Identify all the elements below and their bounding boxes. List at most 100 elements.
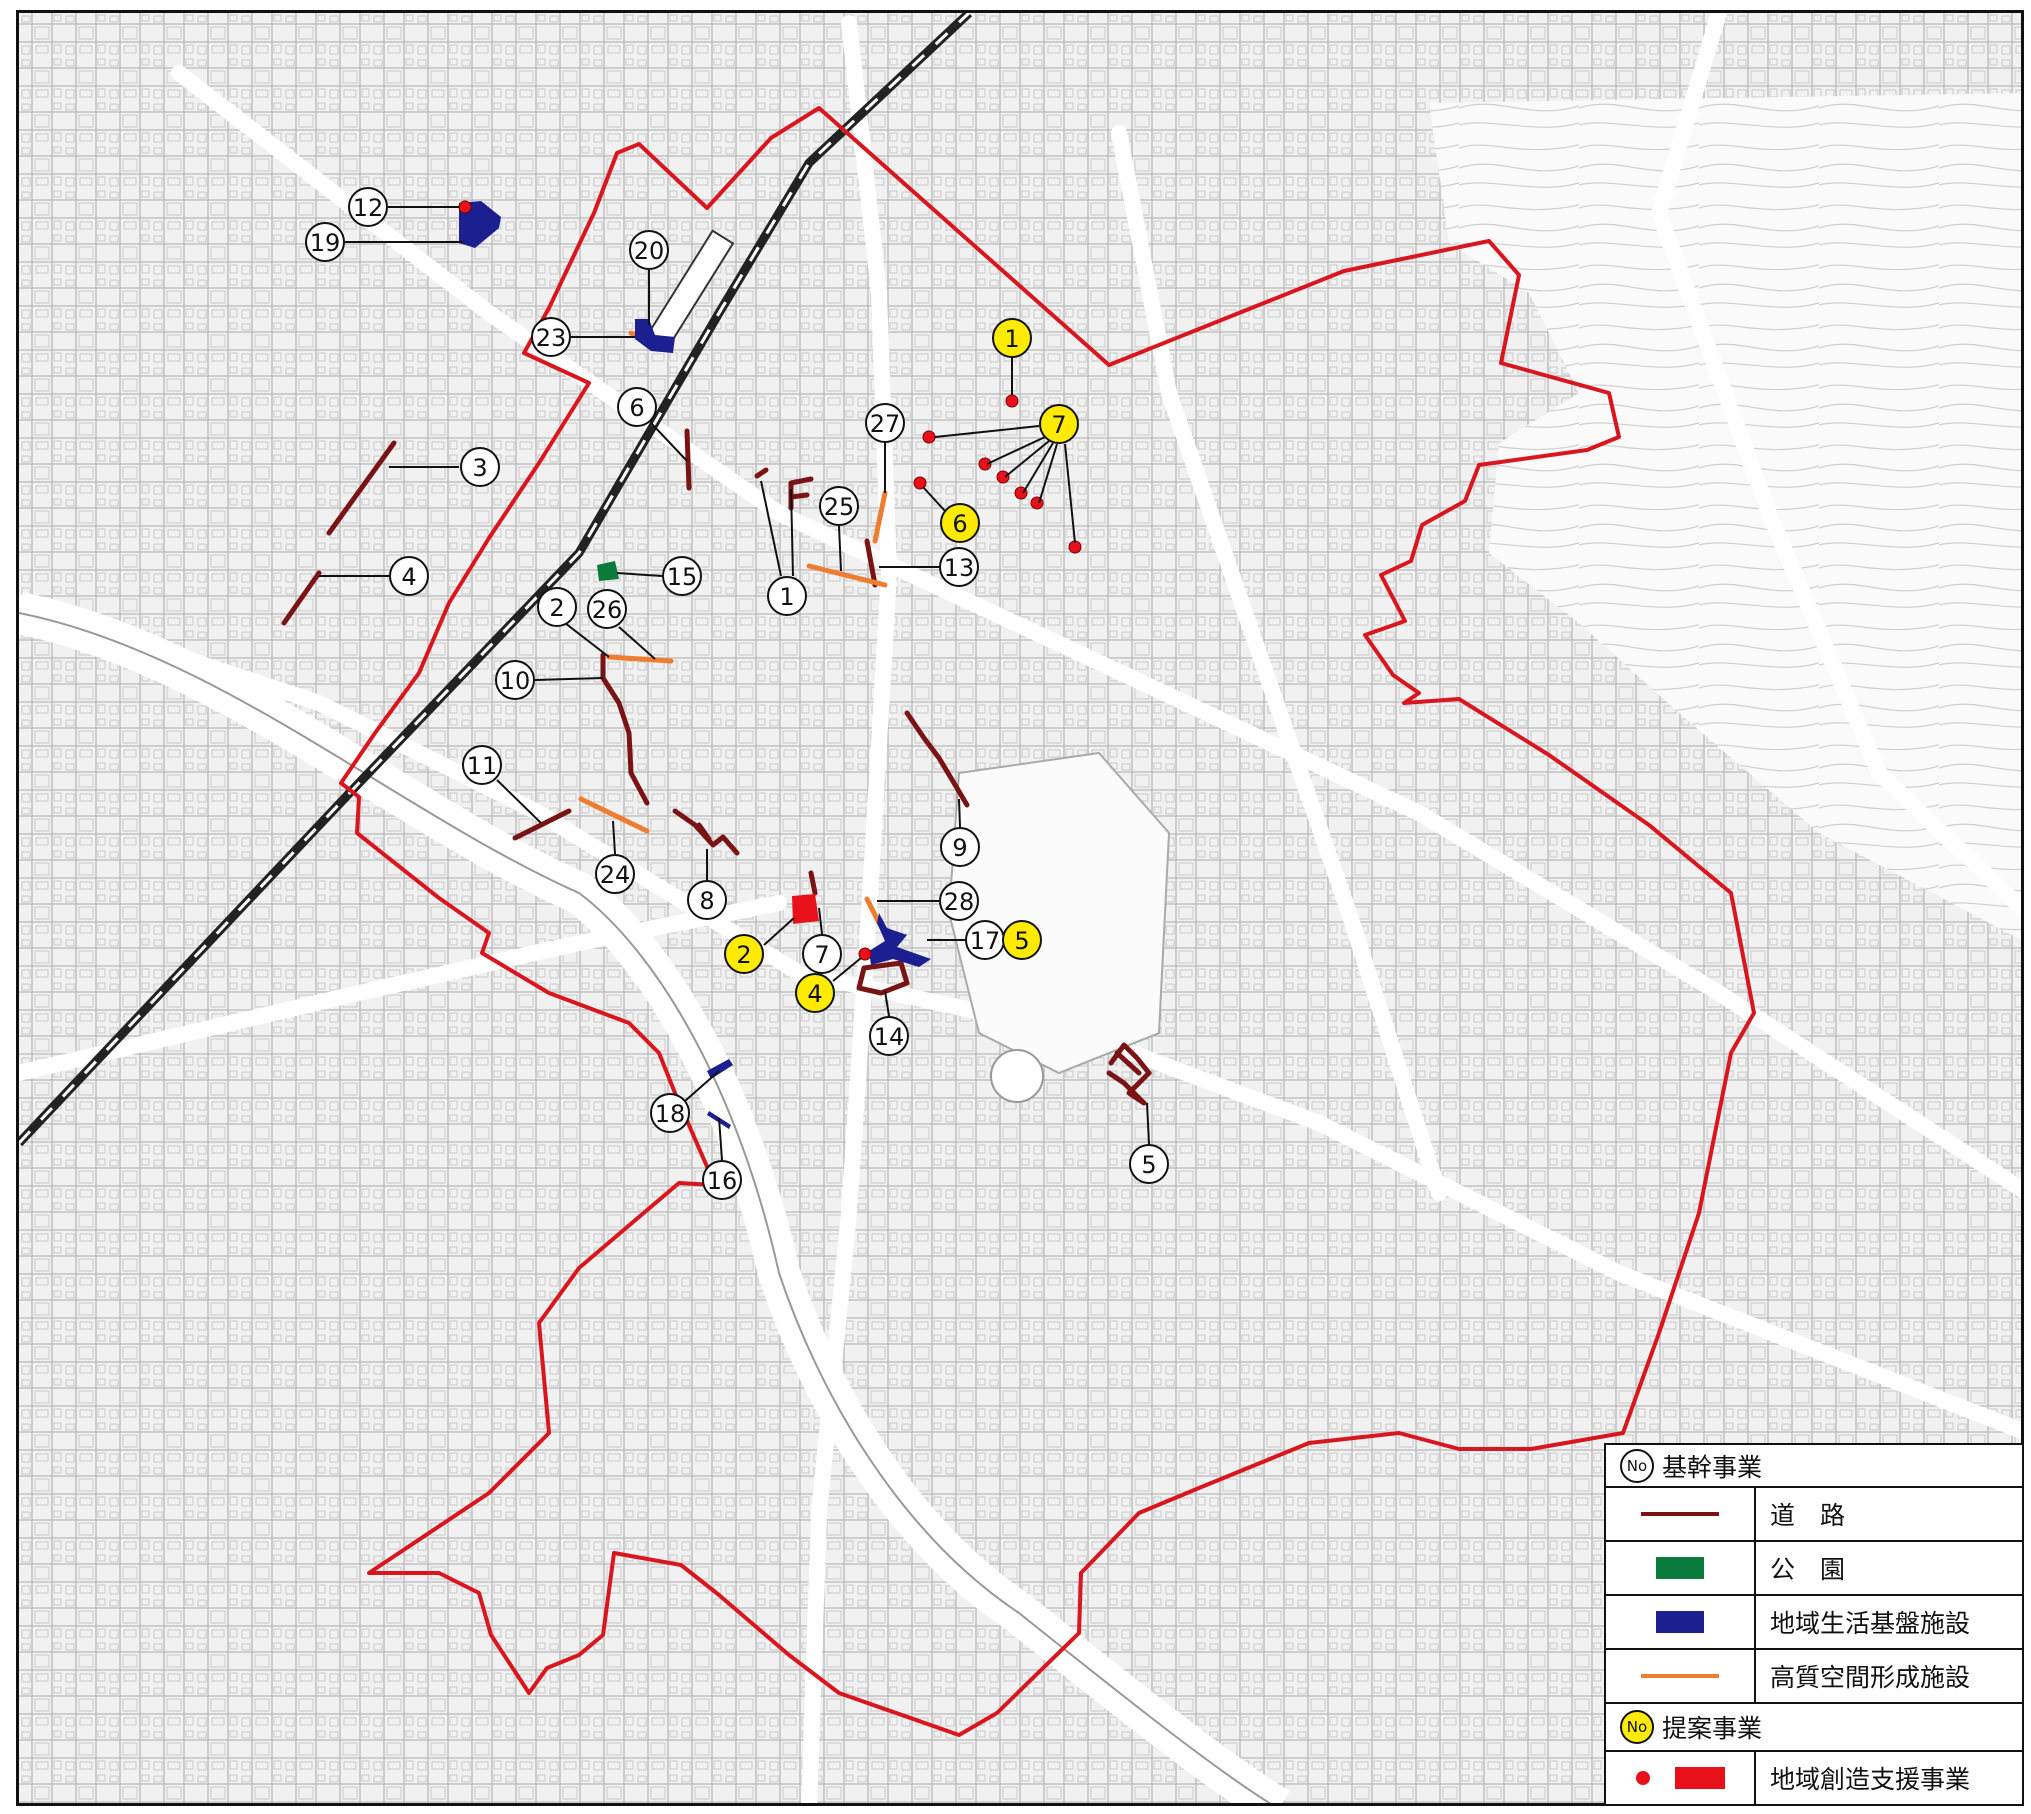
callout-circle <box>495 660 535 700</box>
callout-base-23[interactable]: 23 <box>531 317 571 357</box>
callout-number: 2 <box>549 594 564 622</box>
castle-park <box>947 751 1171 1075</box>
callout-base-20[interactable]: 20 <box>629 230 669 270</box>
callout-base-2[interactable]: 2 <box>537 587 577 627</box>
callout-circle <box>869 1016 909 1056</box>
callout-base-27[interactable]: 27 <box>865 403 905 443</box>
callout-leader-base-14 <box>884 990 890 1017</box>
callout-base-5[interactable]: 5 <box>1129 1144 1169 1184</box>
callout-leader-base-5 <box>1146 1102 1150 1145</box>
callout-proposal-1[interactable]: 1 <box>992 318 1032 358</box>
proposal-dot-7c <box>996 470 1010 484</box>
callout-leader-base-1 <box>790 488 794 577</box>
callout-base-17[interactable]: 17 <box>965 920 1005 960</box>
callout-base-25[interactable]: 25 <box>819 486 859 526</box>
callout-circle <box>802 934 842 974</box>
facility-20 <box>635 319 675 353</box>
legend-facility-label: 地域生活基盤施設 <box>1770 1609 1971 1638</box>
callout-leader-base-16 <box>718 1117 723 1161</box>
callout-number: 19 <box>310 229 341 257</box>
callout-base-12[interactable]: 12 <box>348 187 388 227</box>
park-symbol <box>1606 1542 1756 1594</box>
callout-base-13[interactable]: 13 <box>939 547 979 587</box>
callout-base-11[interactable]: 11 <box>462 745 502 785</box>
legend-row-support: 地域創造支援事業 <box>1606 1752 2022 1804</box>
stadium <box>990 1049 1044 1103</box>
proposal-area-2 <box>792 894 819 924</box>
callout-circle <box>1039 404 1079 444</box>
callout-base-28[interactable]: 28 <box>939 881 979 921</box>
legend-road-label: 道 路 <box>1770 1501 1846 1530</box>
callout-number: 4 <box>401 563 416 591</box>
callout-base-8[interactable]: 8 <box>687 880 727 920</box>
legend-proposal-header: No 提案事業 <box>1606 1704 2022 1752</box>
legend-row-quality-space: 高質空間形成施設 <box>1606 1650 2022 1704</box>
facility-17 <box>869 913 931 967</box>
callout-proposal-6[interactable]: 6 <box>940 503 980 543</box>
callout-base-16[interactable]: 16 <box>702 1160 742 1200</box>
project-boundary-line <box>339 106 1756 1737</box>
support-symbol-icon <box>1636 1767 1725 1789</box>
callout-base-3[interactable]: 3 <box>460 447 500 487</box>
legend-base-title: 基幹事業 <box>1662 1452 1763 1482</box>
callout-proposal-5[interactable]: 5 <box>1002 920 1042 960</box>
callout-proposal-4[interactable]: 4 <box>795 973 835 1013</box>
callout-leader-proposal-7 <box>986 436 1046 465</box>
road-5 <box>1106 1042 1152 1106</box>
callout-number: 20 <box>634 237 665 265</box>
road-3 <box>326 440 397 536</box>
callout-circle <box>629 230 669 270</box>
callout-base-19[interactable]: 19 <box>305 222 345 262</box>
quality-space-symbol <box>1606 1650 1756 1702</box>
callout-base-10[interactable]: 10 <box>495 660 535 700</box>
callout-circle <box>992 318 1032 358</box>
quality-26 <box>606 654 674 664</box>
callout-leader-base-2 <box>564 622 610 658</box>
road-9 <box>904 710 970 808</box>
road-11 <box>512 808 572 841</box>
legend-support-label: 地域創造支援事業 <box>1770 1765 1971 1794</box>
callout-base-1[interactable]: 1 <box>767 576 807 616</box>
legend-base-header: No 基幹事業 <box>1606 1445 2022 1488</box>
callout-circle <box>460 447 500 487</box>
callout-circle <box>348 187 388 227</box>
callout-base-9[interactable]: 9 <box>940 827 980 867</box>
callout-number: 8 <box>699 887 714 915</box>
callout-number: 13 <box>944 554 975 582</box>
road-8 <box>672 808 740 856</box>
callout-number: 17 <box>970 927 1001 955</box>
road-symbol <box>1606 1488 1756 1540</box>
road-13 <box>864 538 878 588</box>
callout-number: 24 <box>600 861 631 889</box>
callout-base-26[interactable]: 26 <box>587 589 627 629</box>
callout-leader-base-26 <box>618 626 656 660</box>
callout-base-15[interactable]: 15 <box>662 556 702 596</box>
callout-circle <box>462 745 502 785</box>
callout-leader-base-18 <box>684 1070 720 1102</box>
callout-number: 27 <box>870 410 901 438</box>
callout-proposal-7[interactable]: 7 <box>1039 404 1079 444</box>
proposal-dot-6 <box>913 476 927 490</box>
callout-number: 11 <box>467 752 498 780</box>
callout-circle <box>940 827 980 867</box>
callout-base-6[interactable]: 6 <box>617 387 657 427</box>
callout-base-4[interactable]: 4 <box>389 556 429 596</box>
callout-number: 5 <box>1014 927 1029 955</box>
callout-leader-base-24 <box>612 820 616 855</box>
callout-circle <box>617 387 657 427</box>
callout-base-18[interactable]: 18 <box>650 1093 690 1133</box>
legend-proposal-title: 提案事業 <box>1662 1714 1763 1743</box>
legend-row-road: 道 路 <box>1606 1488 2022 1542</box>
callout-base-7[interactable]: 7 <box>802 934 842 974</box>
callout-base-24[interactable]: 24 <box>595 854 635 894</box>
callout-base-14[interactable]: 14 <box>869 1016 909 1056</box>
callout-number: 18 <box>655 1100 686 1128</box>
callout-leader-base-25 <box>838 525 842 572</box>
facility-18 <box>707 1059 733 1079</box>
callout-number: 9 <box>952 834 967 862</box>
callout-proposal-2[interactable]: 2 <box>724 934 764 974</box>
callout-number: 25 <box>824 493 855 521</box>
callout-circle <box>595 854 635 894</box>
